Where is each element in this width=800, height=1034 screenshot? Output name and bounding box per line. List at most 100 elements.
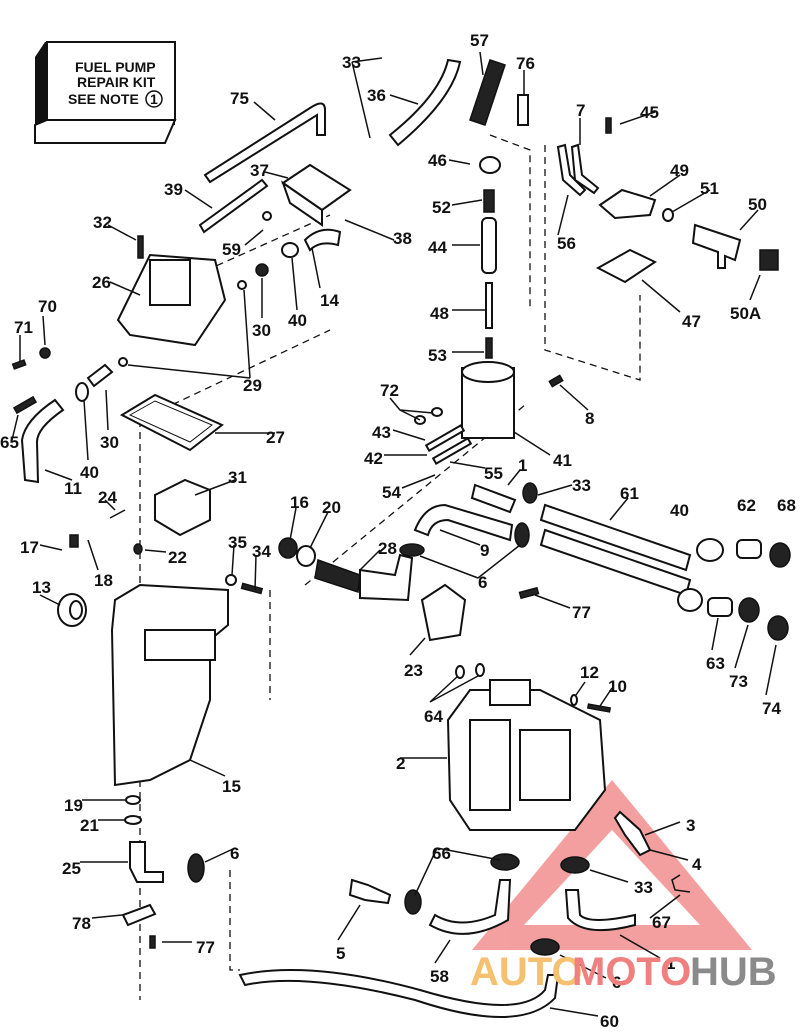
callout-29: 29 <box>243 376 262 395</box>
callout-3: 3 <box>686 816 695 835</box>
housing-15 <box>110 583 229 787</box>
repair-kit-line2: REPAIR KIT <box>77 74 156 90</box>
oring-59 <box>262 211 272 221</box>
callout-59: 59 <box>222 240 241 259</box>
callout-19: 19 <box>64 796 83 815</box>
clamp-6a <box>514 522 530 548</box>
callout-23: 23 <box>404 661 423 680</box>
callout-2: 2 <box>396 754 405 773</box>
repair-kit-line3: SEE NOTE <box>68 91 139 107</box>
hose-1a <box>470 483 517 514</box>
hose-56 <box>556 143 587 197</box>
ring-16 <box>278 537 298 559</box>
callout-68: 68 <box>777 496 796 515</box>
clamp-33c <box>560 856 590 874</box>
callout-66: 66 <box>432 844 451 863</box>
callout-1b: 1 <box>666 954 675 973</box>
callout-33c: 33 <box>634 878 653 897</box>
elbow-28 <box>359 553 414 602</box>
callout-50: 50 <box>748 195 767 214</box>
oring-72b <box>431 407 443 417</box>
bowl-23 <box>420 583 467 642</box>
pin-43 <box>424 424 466 452</box>
callout-35: 35 <box>228 533 247 552</box>
pin-24 <box>109 509 126 519</box>
callout-15: 15 <box>222 777 241 796</box>
fitting-50 <box>691 223 742 269</box>
callout-18: 18 <box>94 571 113 590</box>
washer-64a <box>455 665 465 679</box>
screw-17 <box>69 534 79 548</box>
fitting-5 <box>348 878 392 905</box>
screw-71 <box>11 359 27 370</box>
sleeve-63 <box>707 597 733 617</box>
callout-16: 16 <box>290 493 309 512</box>
callout-73: 73 <box>729 672 748 691</box>
clamp-6c <box>530 938 560 956</box>
callout-60: 60 <box>600 1012 619 1031</box>
callout-36: 36 <box>367 86 386 105</box>
callout-20: 20 <box>322 498 341 517</box>
callout-6c: 6 <box>612 973 621 992</box>
callout-50A: 50A <box>730 304 761 323</box>
callout-71: 71 <box>14 318 33 337</box>
callout-77b: 77 <box>196 938 215 957</box>
leader-lines <box>11 51 777 1017</box>
callout-13: 13 <box>32 578 51 597</box>
callout-76: 76 <box>516 54 535 73</box>
callout-6a: 6 <box>478 573 487 592</box>
callout-58: 58 <box>430 967 449 986</box>
hose-1b <box>564 889 636 932</box>
hose-7 <box>570 143 600 195</box>
callout-26: 26 <box>92 273 111 292</box>
hose-9 <box>413 503 514 542</box>
screw-77a <box>518 586 540 600</box>
bracket-49 <box>598 188 657 220</box>
watermark-auto: AUTO <box>470 950 583 994</box>
callout-48: 48 <box>430 304 449 323</box>
callout-75: 75 <box>230 89 249 108</box>
callout-27: 27 <box>266 428 285 447</box>
washer-70 <box>39 347 51 359</box>
callout-22: 22 <box>168 548 187 567</box>
filter-57 <box>469 59 506 126</box>
repair-kit-line1: FUEL PUMP <box>75 59 156 75</box>
hose-39 <box>198 178 269 234</box>
callout-55: 55 <box>484 464 503 483</box>
callout-11: 11 <box>64 479 82 498</box>
clamp-40d <box>677 588 703 612</box>
callout-28: 28 <box>378 539 397 558</box>
callout-40b: 40 <box>80 463 99 482</box>
callout-6b: 6 <box>230 844 239 863</box>
callout-40a: 40 <box>288 311 307 330</box>
watermark-hub: HUB <box>690 950 777 994</box>
callout-47: 47 <box>682 312 701 331</box>
ring-51 <box>662 208 674 222</box>
callout-32: 32 <box>93 213 112 232</box>
callout-49: 49 <box>670 161 689 180</box>
callout-37: 37 <box>250 161 269 180</box>
hose-75 <box>203 102 326 184</box>
nut-46 <box>479 156 501 174</box>
hose-58 <box>428 879 512 935</box>
callout-43: 43 <box>372 423 391 442</box>
clamp-40a <box>281 242 299 258</box>
washer-12 <box>570 694 578 706</box>
washer-64b <box>475 663 485 677</box>
callout-21: 21 <box>80 816 99 835</box>
callout-64: 64 <box>424 707 443 726</box>
callout-78: 78 <box>72 914 91 933</box>
parts <box>11 58 791 1018</box>
screw-45 <box>605 117 612 134</box>
clamp-6a2 <box>399 543 425 557</box>
callout-74: 74 <box>762 699 781 718</box>
callout-14: 14 <box>320 291 339 310</box>
callout-12: 12 <box>580 663 599 682</box>
callout-33b: 33 <box>572 476 591 495</box>
callout-54: 54 <box>382 483 401 502</box>
repair-kit-box: FUEL PUMP REPAIR KIT SEE NOTE 1 <box>34 41 177 144</box>
callout-25: 25 <box>62 859 81 878</box>
filter-50A <box>759 249 779 271</box>
